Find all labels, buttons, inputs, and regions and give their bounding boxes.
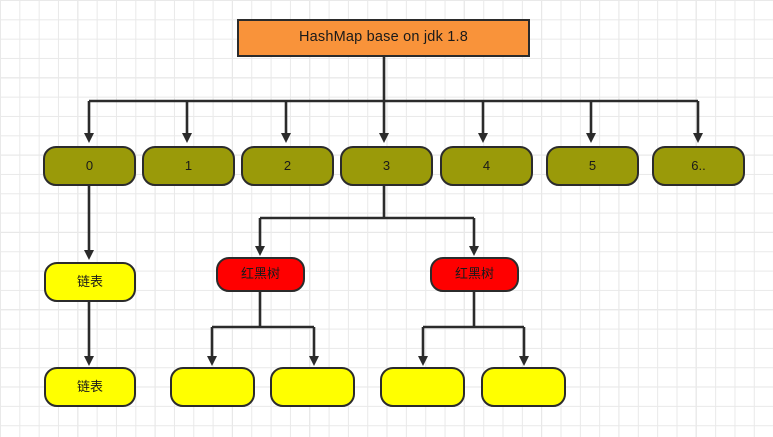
root-to-buckets-edges (84, 57, 703, 143)
node-linkedlist-2-label: 链表 (76, 378, 103, 394)
tree1-leaf-edges (207, 292, 319, 366)
node-bucket-2[interactable]: 2 (241, 146, 334, 186)
node-leaf-4[interactable] (481, 367, 566, 407)
node-bucket-3[interactable]: 3 (340, 146, 433, 186)
node-hashmap-root[interactable]: HashMap base on jdk 1.8 (237, 19, 530, 57)
node-bucket-5-label: 5 (588, 157, 597, 173)
node-leaf-3[interactable] (380, 367, 465, 407)
node-redblacktree-1-label: 红黑树 (240, 266, 280, 282)
node-bucket-5[interactable]: 5 (546, 146, 639, 186)
bucket3-tree-edges (255, 186, 479, 256)
node-bucket-1[interactable]: 1 (142, 146, 235, 186)
node-hashmap-root-label: HashMap base on jdk 1.8 (298, 29, 469, 46)
node-bucket-4[interactable]: 4 (440, 146, 533, 186)
node-redblacktree-2-label: 红黑树 (454, 266, 494, 282)
node-bucket-2-label: 2 (283, 157, 292, 173)
node-redblacktree-2[interactable]: 红黑树 (430, 257, 519, 292)
node-linkedlist-2[interactable]: 链表 (44, 367, 136, 407)
node-leaf-2[interactable] (270, 367, 355, 407)
node-bucket-6-label: 6.. (691, 157, 706, 173)
node-bucket-6[interactable]: 6.. (652, 146, 745, 186)
node-bucket-4-label: 4 (482, 157, 491, 173)
node-bucket-3-label: 3 (382, 157, 391, 173)
node-leaf-1[interactable] (170, 367, 255, 407)
node-linkedlist-1-label: 链表 (76, 273, 103, 289)
node-bucket-1-label: 1 (184, 157, 193, 173)
node-redblacktree-1[interactable]: 红黑树 (216, 257, 305, 292)
node-bucket-0-label: 0 (85, 157, 94, 173)
tree2-leaf-edges (418, 292, 529, 366)
node-linkedlist-1[interactable]: 链表 (44, 262, 136, 302)
node-bucket-0[interactable]: 0 (43, 146, 136, 186)
